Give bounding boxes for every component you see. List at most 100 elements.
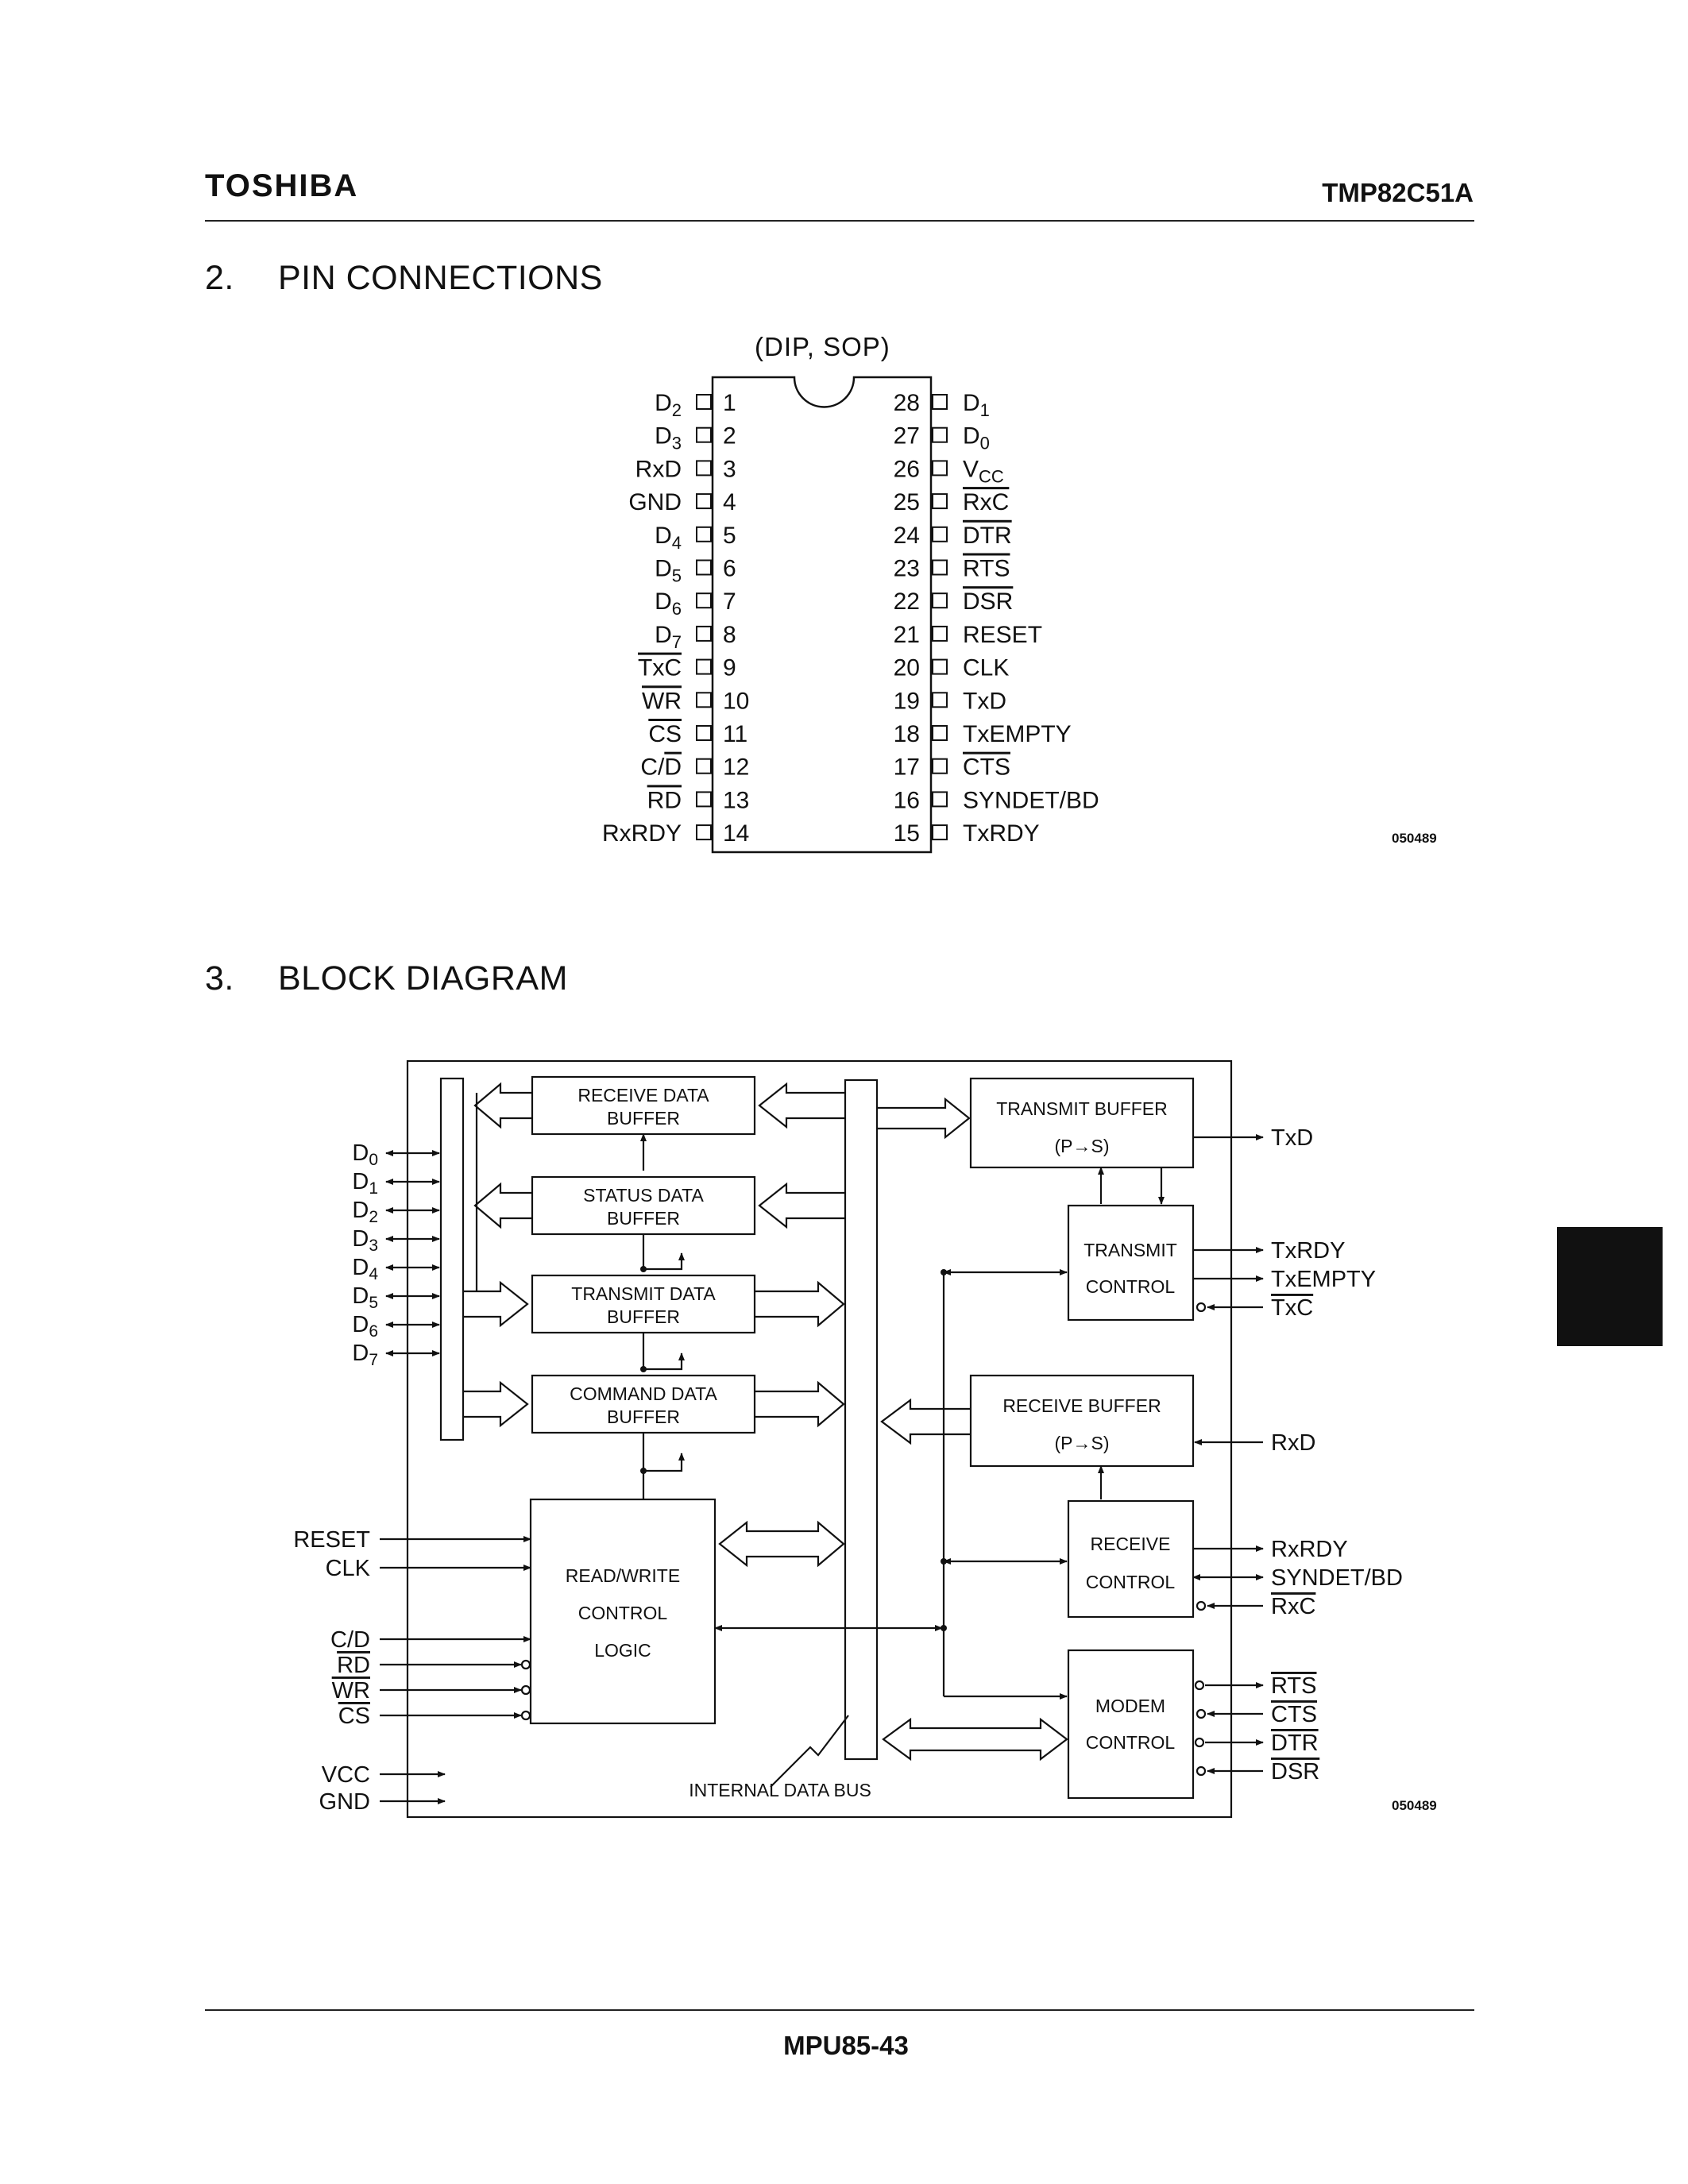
signal-line <box>643 1252 685 1271</box>
pin-name: CS <box>648 721 682 747</box>
pin-name: CTS <box>963 754 1010 781</box>
pin-pad <box>696 658 712 675</box>
signal-label: D4 <box>352 1255 378 1283</box>
pin-number: 15 <box>894 820 920 847</box>
pin-diagram-code: 050489 <box>1392 831 1437 846</box>
signal-label: D2 <box>352 1198 378 1226</box>
block-label: BUFFER <box>607 1306 680 1327</box>
pin-number: 21 <box>894 622 920 648</box>
pin-pad <box>932 725 948 741</box>
pin-pad <box>932 526 948 542</box>
bus-arrow <box>758 1182 845 1229</box>
bus-arrow <box>463 1280 529 1328</box>
block-label: (P→S) <box>1055 1136 1110 1156</box>
pin-name: RD <box>647 787 682 813</box>
pin-number: 20 <box>894 655 920 681</box>
pin-number: 14 <box>723 820 749 847</box>
signal-label: RxRDY <box>1271 1537 1348 1562</box>
pin-name: WR <box>642 688 682 714</box>
signal-label: TxEMPTY <box>1271 1267 1376 1292</box>
bus-arrow <box>755 1380 845 1428</box>
pin-name: RxC <box>963 489 1009 515</box>
pin-pad <box>932 791 948 808</box>
pin-number: 19 <box>894 688 920 714</box>
signal-label: D3 <box>352 1226 378 1255</box>
pin-pad <box>696 725 712 741</box>
pin-name: TxD <box>963 688 1006 714</box>
pin-pad <box>696 625 712 642</box>
pin-pad <box>932 460 948 477</box>
block-label: TRANSMIT <box>1083 1240 1177 1260</box>
signal-label: C/D <box>330 1627 370 1653</box>
bus-arrow <box>473 1182 532 1229</box>
signal-label: D6 <box>352 1312 378 1341</box>
pin-number: 28 <box>894 390 920 416</box>
pin-number: 27 <box>894 423 920 450</box>
signal-label: RD <box>337 1653 370 1678</box>
signal-label: CTS <box>1271 1702 1317 1727</box>
block-label: TRANSMIT BUFFER <box>996 1098 1168 1119</box>
bus-arrow <box>880 1398 971 1445</box>
pin-name: GND <box>628 489 682 515</box>
pin-name: DTR <box>963 523 1012 549</box>
pin-number: 24 <box>894 523 920 549</box>
pin-diagram: 1D22D33RxD4GND5D46D57D68D79TxC10WR11CS12… <box>602 376 1099 854</box>
inverting-bubble <box>520 1684 531 1696</box>
section-number: 3. <box>205 959 234 997</box>
receive-control-block <box>1067 1499 1195 1619</box>
section-title: BLOCK DIAGRAM <box>278 959 568 997</box>
bus-arrow <box>718 1520 845 1568</box>
signal-label: D7 <box>352 1341 378 1369</box>
signal-label: D5 <box>352 1283 378 1312</box>
pin-pad <box>932 658 948 675</box>
pin-pad <box>932 493 948 510</box>
bus-arrow <box>473 1082 532 1129</box>
signal-label: RESET <box>293 1527 370 1553</box>
pin-pad <box>932 426 948 443</box>
internal-bus-label: INTERNAL DATA BUS <box>689 1780 871 1800</box>
pin-pad <box>932 625 948 642</box>
pin-number: 22 <box>894 588 920 615</box>
pin-pad <box>696 526 712 542</box>
pin-pad <box>696 559 712 576</box>
block-label: STATUS DATA <box>583 1185 704 1206</box>
pin-number: 9 <box>723 655 736 681</box>
footer-rule <box>205 2009 1474 2011</box>
inverting-bubble <box>1196 1708 1207 1719</box>
bus-pointer-line <box>770 1715 849 1788</box>
pin-name: TxEMPTY <box>963 721 1072 747</box>
section-block-diagram-heading: 3. BLOCK DIAGRAM <box>205 959 568 998</box>
block-label: CONTROL <box>1086 1276 1176 1297</box>
signal-label: RxC <box>1271 1594 1315 1619</box>
pin-pad <box>696 426 712 443</box>
block-label: READ/WRITE <box>566 1565 680 1586</box>
pin-pad <box>696 758 712 774</box>
pin-pad <box>696 692 712 708</box>
signal-label: TxD <box>1271 1125 1313 1151</box>
pin-number: 18 <box>894 721 920 747</box>
bus-arrow <box>882 1717 1068 1761</box>
data-bus-buffer-bar <box>439 1077 465 1441</box>
signal-label: SYNDET/BD <box>1271 1565 1403 1591</box>
signal-label: TxC <box>1271 1295 1313 1321</box>
ic-package-outline <box>711 376 933 854</box>
block-diagram-code: 050489 <box>1392 1798 1437 1813</box>
bus-arrow <box>463 1380 529 1428</box>
inverting-bubble <box>520 1710 531 1721</box>
transmit-control-block <box>1067 1204 1195 1322</box>
block-label: (P→S) <box>1055 1433 1110 1453</box>
header-rule <box>205 220 1474 222</box>
inverting-bubble <box>520 1659 531 1670</box>
block-label: CONTROL <box>1086 1572 1176 1592</box>
pin-number: 11 <box>723 721 747 747</box>
bus-arrow <box>755 1280 845 1328</box>
pin-number: 25 <box>894 489 920 515</box>
pin-name: DSR <box>963 588 1013 615</box>
pin-number: 12 <box>723 754 749 781</box>
pin-pad <box>932 559 948 576</box>
signal-label: VCC <box>322 1762 370 1788</box>
pin-number: 26 <box>894 456 920 482</box>
inverting-bubble <box>1196 1600 1207 1611</box>
pin-pad <box>696 493 712 510</box>
pin-name: TxRDY <box>963 820 1040 847</box>
